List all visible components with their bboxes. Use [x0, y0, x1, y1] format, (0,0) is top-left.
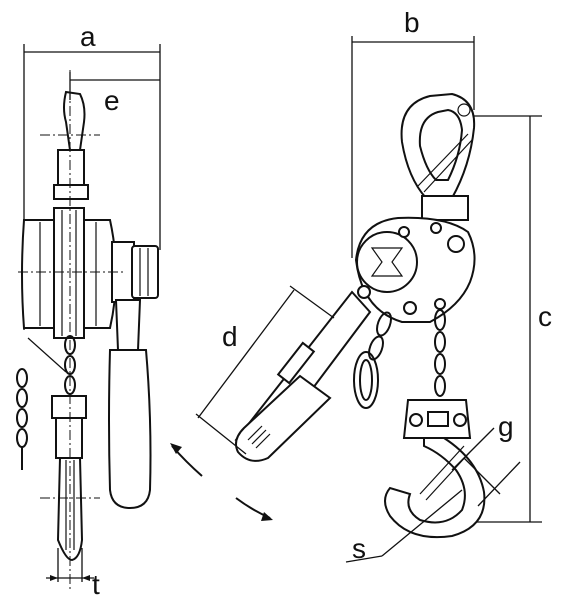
lever-handle-front	[234, 290, 372, 462]
label-t: t	[92, 569, 100, 600]
front-view-hoist	[195, 36, 542, 563]
dimension-b	[351, 36, 475, 258]
bottom-hook-front	[384, 399, 486, 539]
label-b: b	[404, 7, 420, 38]
bottom-hook-side	[51, 395, 87, 562]
label-e: e	[104, 85, 120, 116]
rotation-arrows	[170, 443, 273, 521]
hoist-body-front	[354, 216, 476, 323]
hoist-body-side	[21, 207, 117, 339]
dimension-t	[46, 548, 94, 582]
handle-side	[108, 241, 159, 510]
top-hook-front	[400, 92, 476, 221]
dimension-s	[345, 489, 463, 563]
label-d: d	[222, 321, 238, 352]
label-s: s	[352, 533, 366, 564]
label-g: g	[498, 411, 514, 442]
top-hook-side	[53, 90, 89, 200]
dimension-c	[470, 115, 542, 523]
label-a: a	[80, 21, 96, 52]
dimension-g	[451, 427, 521, 507]
side-view-hoist	[16, 44, 161, 590]
hand-chain-front	[353, 311, 392, 409]
dimension-d	[195, 285, 335, 455]
load-chain-front	[434, 309, 446, 397]
label-c: c	[538, 301, 552, 332]
